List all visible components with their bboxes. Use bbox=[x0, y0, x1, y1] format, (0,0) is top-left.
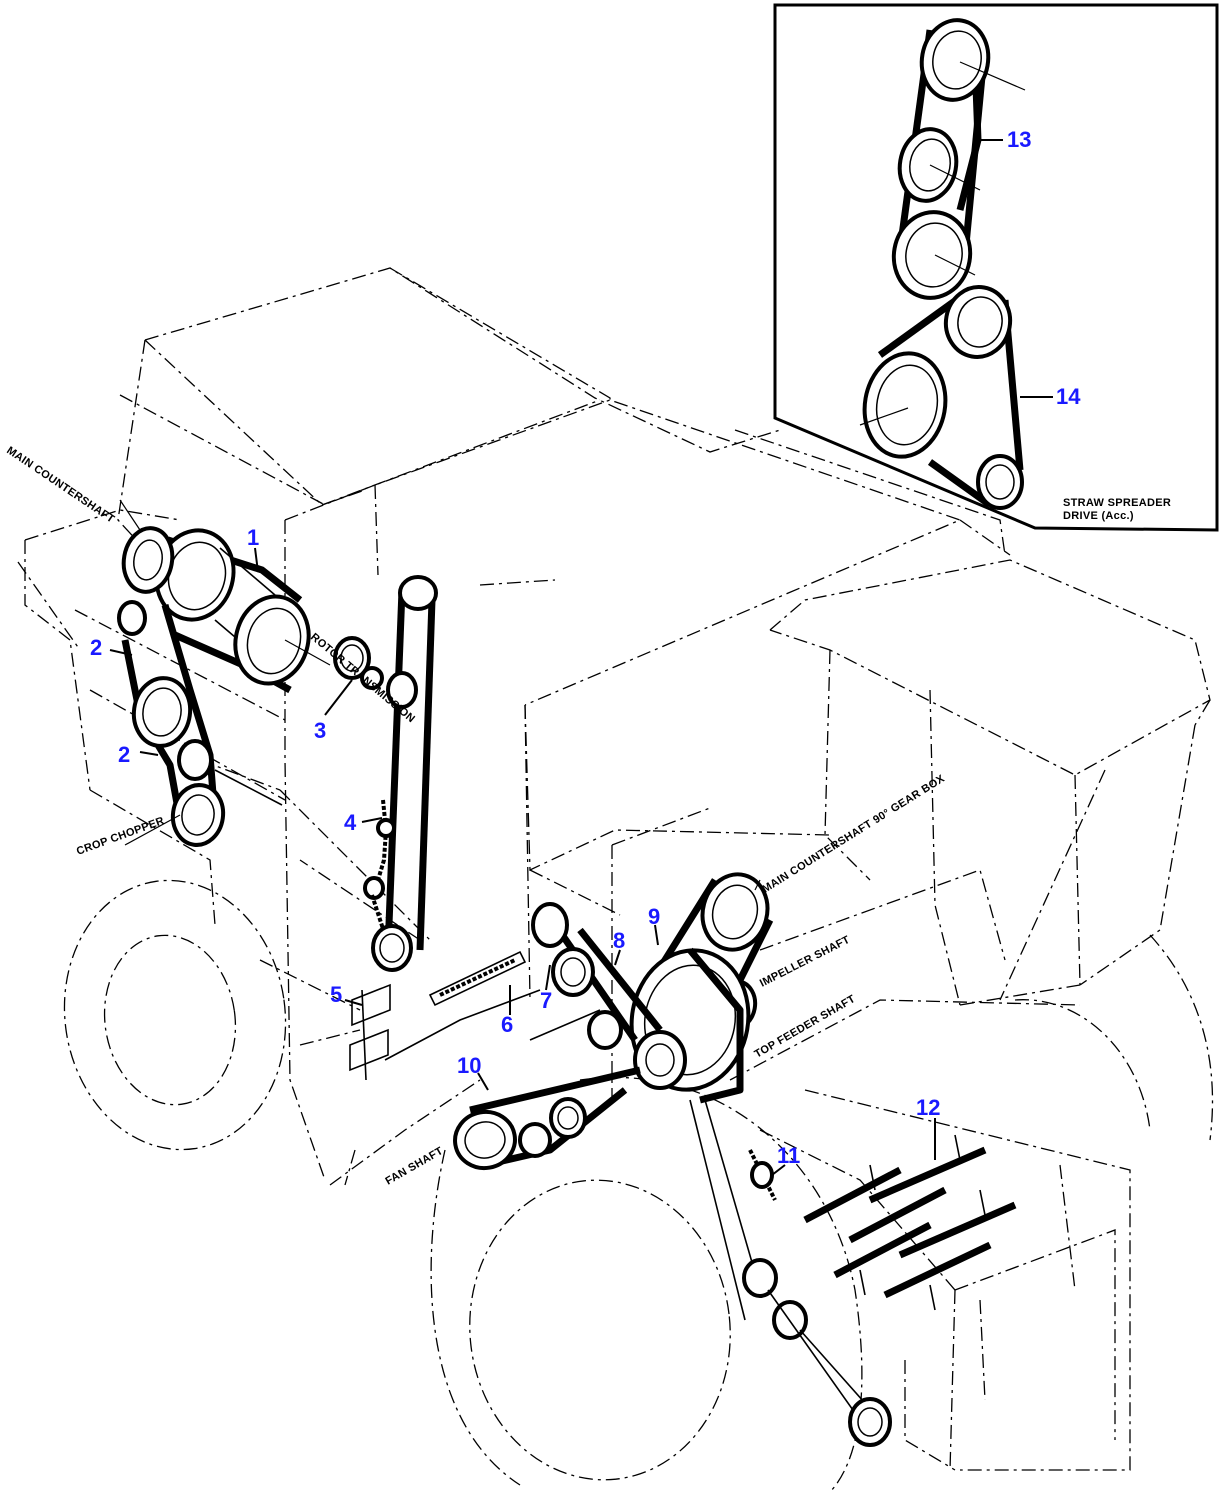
callout-3: 3 bbox=[314, 718, 326, 743]
chain-drive-group bbox=[333, 575, 527, 1081]
label-fan-shaft: FAN SHAFT bbox=[384, 1145, 446, 1188]
callout-13: 13 bbox=[1007, 127, 1031, 152]
label-top-feeder-shaft: TOP FEEDER SHAFT bbox=[753, 993, 858, 1061]
rake-bars bbox=[803, 1134, 1017, 1311]
inset-title-line1: STRAW SPREADER bbox=[1063, 497, 1171, 509]
straw-spreader-inset: STRAW SPREADER DRIVE (Acc.) bbox=[773, 3, 1219, 532]
callout-9: 9 bbox=[648, 904, 660, 929]
lower-drive-group bbox=[689, 1099, 1017, 1447]
callout-6: 6 bbox=[501, 1012, 513, 1037]
machine-outline bbox=[17, 267, 1214, 1492]
callout-4: 4 bbox=[344, 810, 357, 835]
callout-5: 5 bbox=[330, 982, 342, 1007]
callout-7: 7 bbox=[540, 988, 552, 1013]
central-drive-group bbox=[384, 872, 774, 1171]
rotor-drive-group bbox=[117, 526, 311, 847]
inset-title-line2: DRIVE (Acc.) bbox=[1063, 510, 1134, 522]
callout-10: 10 bbox=[457, 1053, 481, 1078]
callout-numbers: 1 2 2 3 4 5 6 7 8 9 10 11 12 13 14 bbox=[90, 127, 1081, 1168]
callout-1: 1 bbox=[247, 525, 259, 550]
callout-2b: 2 bbox=[118, 742, 130, 767]
callout-11: 11 bbox=[777, 1143, 800, 1168]
label-crop-chopper: CROP CHOPPER bbox=[75, 815, 166, 858]
callout-2a: 2 bbox=[90, 635, 102, 660]
callout-8: 8 bbox=[613, 928, 625, 953]
label-main-countershaft: MAIN COUNTERSHAFT bbox=[4, 445, 116, 526]
label-impeller-shaft: IMPELLER SHAFT bbox=[758, 934, 852, 990]
callout-12: 12 bbox=[916, 1095, 940, 1120]
callout-14: 14 bbox=[1056, 384, 1081, 409]
callout-leaders bbox=[109, 139, 1053, 1176]
